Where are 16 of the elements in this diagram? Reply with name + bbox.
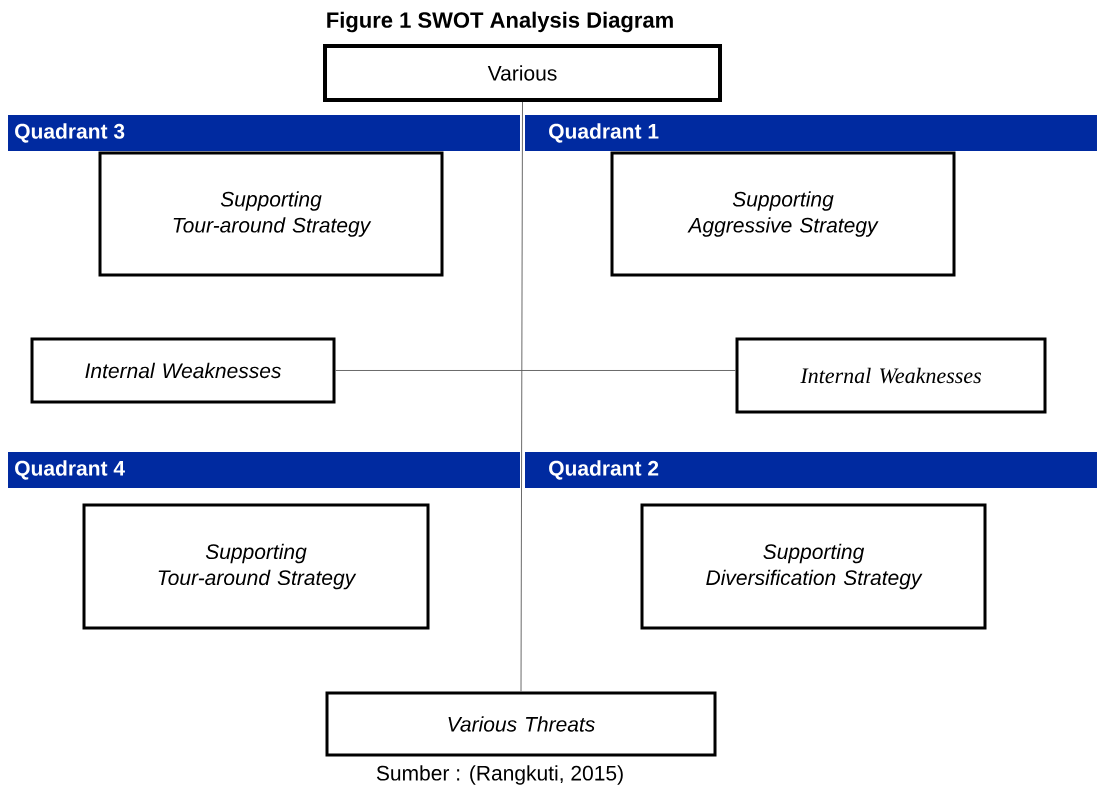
quadrant-band: Quadrant 4 (8, 452, 520, 488)
strategy-box: Supporting Diversification Strategy (640, 503, 987, 630)
axis-line (520, 101, 523, 692)
label-box: Internal Weaknesses (30, 337, 336, 404)
quadrant-band: Quadrant 2 (525, 452, 1097, 488)
caption: Sumber : (Rangkuti, 2015) (376, 765, 623, 785)
axis-line (335, 370, 736, 371)
label-box: Various Threats (325, 691, 717, 757)
strategy-box: Supporting Aggressive Strategy (610, 151, 956, 277)
title: Figure 1 SWOT Analysis Diagram (327, 11, 673, 33)
quadrant-band: Quadrant 1 (525, 115, 1097, 151)
label-box: Various (323, 44, 722, 102)
strategy-box: Supporting Tour-around Strategy (98, 151, 444, 277)
quadrant-band: Quadrant 3 (8, 115, 520, 151)
strategy-box: Supporting Tour-around Strategy (82, 503, 430, 630)
label-box: Internal Weaknesses (735, 337, 1047, 414)
